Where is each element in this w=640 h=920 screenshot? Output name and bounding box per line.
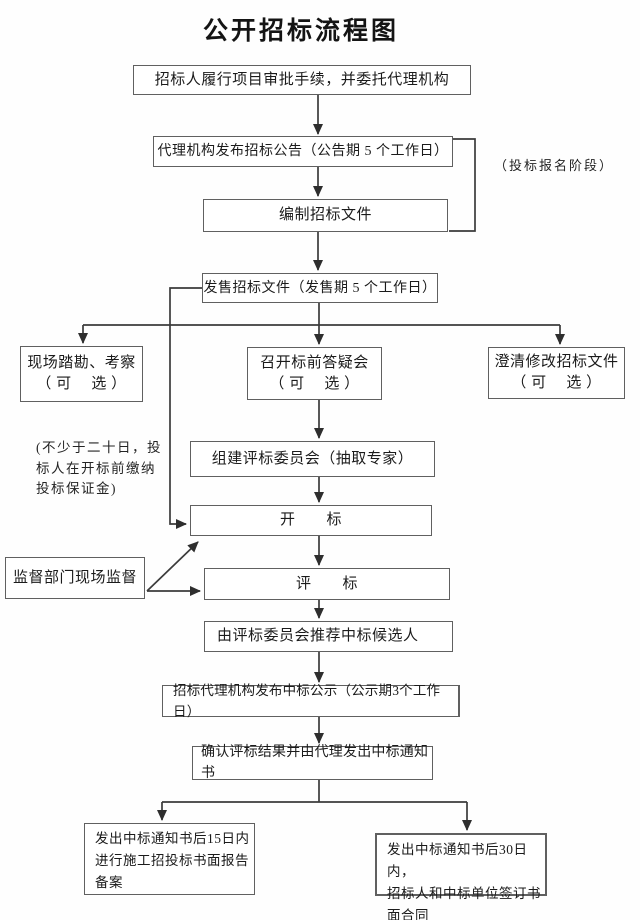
flow-node-bid-evaluation: 评 标 xyxy=(204,568,450,600)
page-title: 公开招标流程图 xyxy=(202,18,399,45)
flow-node-tender-announcement: 代理机构发布招标公告（公告期 5 个工作日） xyxy=(153,136,453,167)
flow-node-prepare-documents: 编制招标文件 xyxy=(203,199,448,232)
flow-node-evaluation-committee: 组建评标委员会（抽取专家） xyxy=(190,441,435,477)
annotation-bid-deposit: (不少于二十日，投 标人在开标前缴纳 投标保证金) xyxy=(36,440,162,496)
annotation-registration-phase: （投标报名阶段） xyxy=(494,158,615,173)
flow-node-written-report-filing: 发出中标通知书后15日内 进行施工招投标书面报告 备案 xyxy=(84,823,255,895)
flow-node-onsite-supervision: 监督部门现场监督 xyxy=(5,557,145,599)
arrow-supervision-to-opening xyxy=(146,541,199,592)
flow-node-clarify-documents: 澄清修改招标文件 （ 可 选 ） xyxy=(488,347,625,399)
bracket-registration-phase xyxy=(449,138,476,232)
flow-node-bid-opening: 开 标 xyxy=(190,505,432,536)
flow-node-site-survey: 现场踏勘、考察 （ 可 选 ） xyxy=(20,346,143,402)
flow-node-sign-contract: 发出中标通知书后30日内， 招标人和中标单位签订书 面合同 xyxy=(375,833,547,920)
flow-node-recommend-candidates: 由评标委员会推荐中标候选人 xyxy=(204,621,453,652)
arrow-sell-bypass-to-opening xyxy=(169,287,202,529)
flow-node-confirm-and-notify: 确认评标结果并由代理发出中标通知书 xyxy=(192,745,433,781)
flow-node-winner-publicity: 招标代理机构发布中标公示（公示期3个工作日） xyxy=(162,683,460,719)
flow-node-sell-documents: 发售招标文件（发售期 5 个工作日） xyxy=(202,273,438,303)
flow-node-project-approval: 招标人履行项目审批手续，并委托代理机构 xyxy=(133,65,471,95)
flow-node-qa-meeting: 召开标前答疑会 （ 可 选 ） xyxy=(247,347,382,400)
